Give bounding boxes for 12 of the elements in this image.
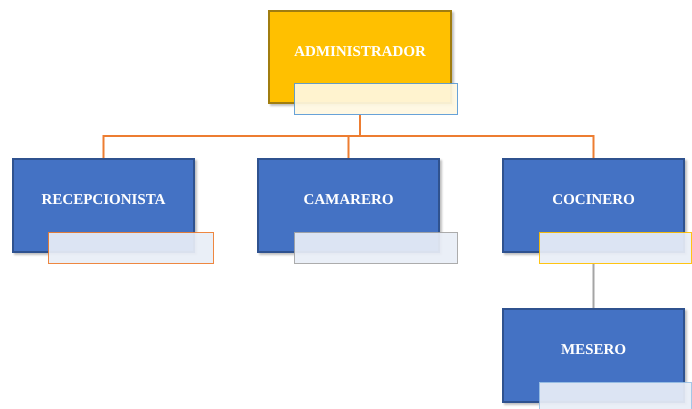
position-title: CAMARERO bbox=[304, 192, 394, 209]
position-title: COCINERO bbox=[552, 192, 635, 209]
name-field-box bbox=[539, 232, 692, 264]
name-field-box bbox=[294, 232, 458, 264]
name-field-box bbox=[48, 232, 214, 264]
position-title: ADMINISTRADOR bbox=[294, 44, 426, 60]
connector-line bbox=[592, 264, 594, 308]
position-title: MESERO bbox=[560, 342, 626, 359]
connector-line bbox=[359, 115, 594, 158]
position-title: RECEPCIONISTA bbox=[42, 192, 166, 209]
name-field-box bbox=[539, 382, 692, 409]
name-field-box bbox=[294, 83, 458, 115]
